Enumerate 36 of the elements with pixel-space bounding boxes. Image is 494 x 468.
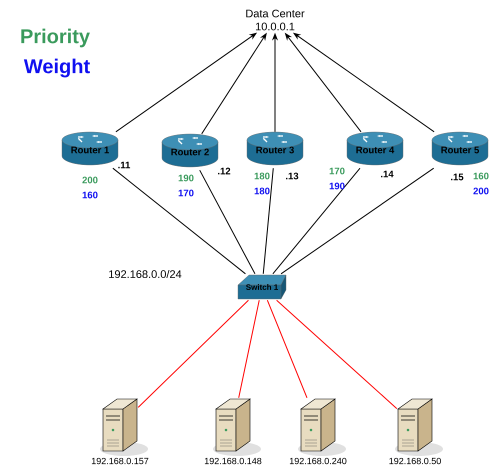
server-drawing: [213, 398, 261, 456]
server-drawing: [298, 398, 346, 456]
server-drawing: [100, 398, 148, 456]
priority-heading: Priority: [21, 28, 90, 48]
link-line: [199, 170, 256, 274]
weight-value: 160: [82, 192, 98, 198]
interface-address: .13: [286, 172, 298, 180]
weight-value: 190: [330, 182, 345, 190]
priority-value: 200: [82, 176, 98, 184]
link-line: [272, 168, 360, 274]
weight-value: 180: [254, 188, 270, 194]
address-label: 192.168.0.50: [389, 458, 441, 464]
priority-value: 160: [474, 172, 489, 180]
link-line: [280, 168, 434, 274]
priority-value: 170: [330, 168, 345, 174]
subnet-label: 192.168.0.0/24: [109, 270, 182, 278]
link-line: [112, 168, 246, 274]
cable-line: [138, 300, 249, 408]
interface-address: .12: [218, 168, 230, 174]
weight-value: 200: [473, 188, 489, 194]
priority-value: 180: [254, 172, 270, 180]
interface-address: .11: [118, 162, 130, 168]
interface-address: .15: [451, 174, 464, 180]
server-drawing: [395, 398, 443, 456]
link-line: [262, 168, 274, 274]
cable-line: [276, 300, 398, 410]
weight-value: 170: [178, 190, 194, 196]
cable-line: [238, 300, 260, 398]
weight-heading: Weight: [24, 58, 90, 78]
data-center-label: Data Center 10.0.0.1: [246, 10, 304, 30]
address-label: 192.168.0.240: [290, 458, 346, 464]
priority-value: 190: [178, 174, 194, 182]
address-label: 192.168.0.148: [204, 458, 262, 464]
address-label: 192.168.0.157: [92, 458, 148, 464]
cable-line: [266, 300, 308, 398]
interface-address: .14: [381, 170, 394, 178]
